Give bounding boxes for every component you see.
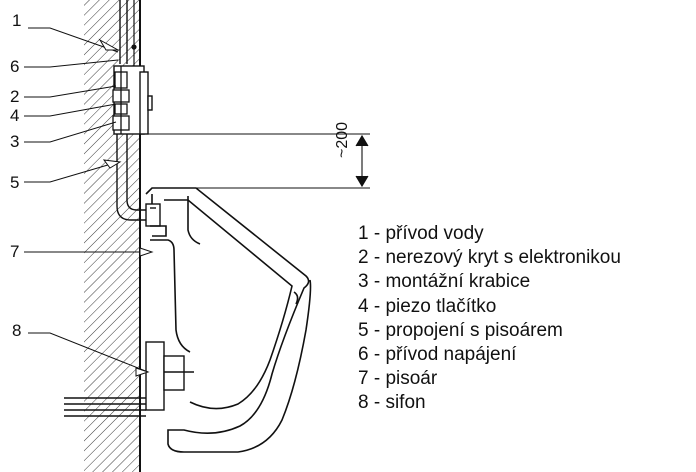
legend-item: 5 - propojení s pisoárem	[358, 319, 563, 341]
callout-4: 4	[10, 106, 20, 125]
water-supply-pipe	[119, 0, 128, 64]
leader-arrows	[98, 38, 154, 377]
callout-8: 8	[12, 321, 22, 340]
callout-2: 2	[10, 87, 20, 106]
legend-item: 8 - sifon	[358, 392, 426, 414]
legend-item: 6 - přívod napájení	[358, 344, 517, 366]
callout-5: 5	[10, 173, 20, 192]
legend-item: 7 - pisoár	[358, 368, 438, 390]
legend-item: 4 - piezo tlačítko	[358, 295, 497, 317]
urinal	[145, 187, 312, 453]
callout-7: 7	[10, 242, 20, 261]
callout-1: 1	[12, 11, 22, 30]
power-supply-line	[131, 0, 137, 70]
stainless-cover	[139, 71, 153, 135]
dimension-200	[148, 133, 370, 189]
legend: 1 - přívod vody 2 - nerezový kryt s elek…	[358, 222, 621, 416]
drain-pipe	[64, 397, 146, 417]
connection-pipe	[116, 134, 161, 227]
valve-assembly	[112, 66, 130, 134]
legend-item: 1 - přívod vody	[358, 223, 484, 244]
callout-6: 6	[10, 57, 20, 76]
leader-lines	[24, 27, 150, 373]
dimension-label-wrap: ~200	[334, 96, 368, 158]
legend-item: 2 - nerezový kryt s elektronikou	[358, 247, 621, 269]
legend-item: 3 - montážní krabice	[358, 271, 531, 293]
dimension-label: ~200	[334, 121, 351, 158]
siphon	[145, 341, 194, 411]
callout-3: 3	[10, 132, 20, 151]
